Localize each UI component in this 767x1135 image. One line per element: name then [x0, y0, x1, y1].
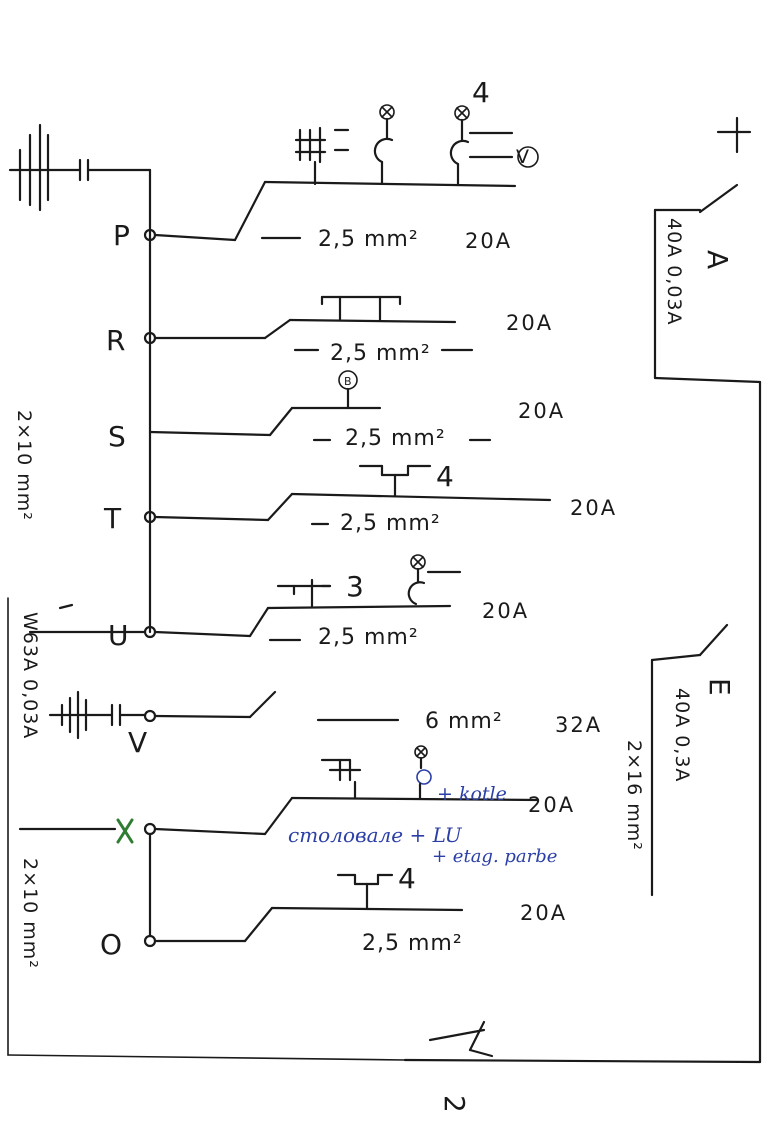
left-note-lower-cable: 2×10 mm²	[19, 858, 41, 969]
section-p: 2,5 mm²	[318, 227, 419, 252]
panel-a-outline	[653, 116, 762, 384]
circuit-r	[153, 295, 474, 352]
phase-label-t: T	[103, 502, 122, 535]
circuit-t	[153, 464, 552, 526]
left-note-upper-cable: 2×10 mm²	[13, 410, 35, 521]
panel-e-letter: E	[703, 678, 736, 696]
panel-e-spec: 40A 0,3A	[671, 688, 693, 782]
left-note-rcd: W63A 0,03A	[19, 612, 41, 739]
circuit-s	[148, 370, 492, 442]
left-frame	[7, 597, 406, 1061]
phase-label-o: O	[100, 928, 122, 961]
node-o	[143, 934, 157, 948]
bottom-mark: 2	[438, 1095, 471, 1113]
rating-v: 32A	[555, 713, 602, 737]
circuit-x	[18, 745, 540, 937]
ground-symbol-top-left	[8, 123, 152, 212]
panel-e-cable: 2×16 mm²	[623, 740, 645, 851]
phase-label-p: P	[113, 219, 130, 252]
panel-a-spec: 40A 0,03A	[663, 218, 685, 326]
note-x-kotle: + kotle	[437, 783, 507, 805]
note-x-stolovale: столовале + LU	[288, 823, 463, 847]
circuit-v	[48, 690, 400, 740]
rating-t: 20A	[570, 496, 617, 520]
green-x-mark	[116, 818, 134, 844]
circuit-o	[153, 873, 464, 943]
v-meter-label: V	[516, 146, 530, 168]
rating-u: 20A	[482, 599, 529, 623]
node-v	[143, 709, 157, 723]
panel-e-outline	[403, 380, 762, 1064]
phase-label-u: U	[108, 619, 129, 652]
section-v: 6 mm²	[425, 709, 503, 734]
phase-label-s: S	[108, 420, 126, 453]
meter-b-label: B	[344, 375, 352, 388]
rating-s: 20A	[518, 399, 565, 423]
rating-x: 20A	[528, 793, 575, 817]
section-u: 2,5 mm²	[318, 625, 419, 650]
rating-o: 20A	[520, 901, 567, 925]
rating-r: 20A	[506, 311, 553, 335]
panel-a-letter: A	[701, 250, 734, 269]
count-t: 4	[436, 460, 454, 493]
section-r: 2,5 mm²	[330, 341, 431, 366]
phase-label-v: V	[128, 726, 147, 759]
count-o: 4	[398, 862, 416, 895]
section-s: 2,5 mm²	[345, 426, 446, 451]
section-o: 2,5 mm²	[362, 931, 463, 956]
count-u: 3	[346, 570, 364, 603]
rating-p: 20A	[465, 229, 512, 253]
note-x-etag: + etag. parbe	[432, 846, 557, 867]
section-t: 2,5 mm²	[340, 511, 441, 536]
phase-label-r: R	[106, 324, 125, 357]
circuit-u	[28, 554, 462, 642]
top-count-label: 4	[472, 76, 490, 109]
node-x	[143, 822, 157, 836]
circuit-p	[153, 104, 539, 242]
